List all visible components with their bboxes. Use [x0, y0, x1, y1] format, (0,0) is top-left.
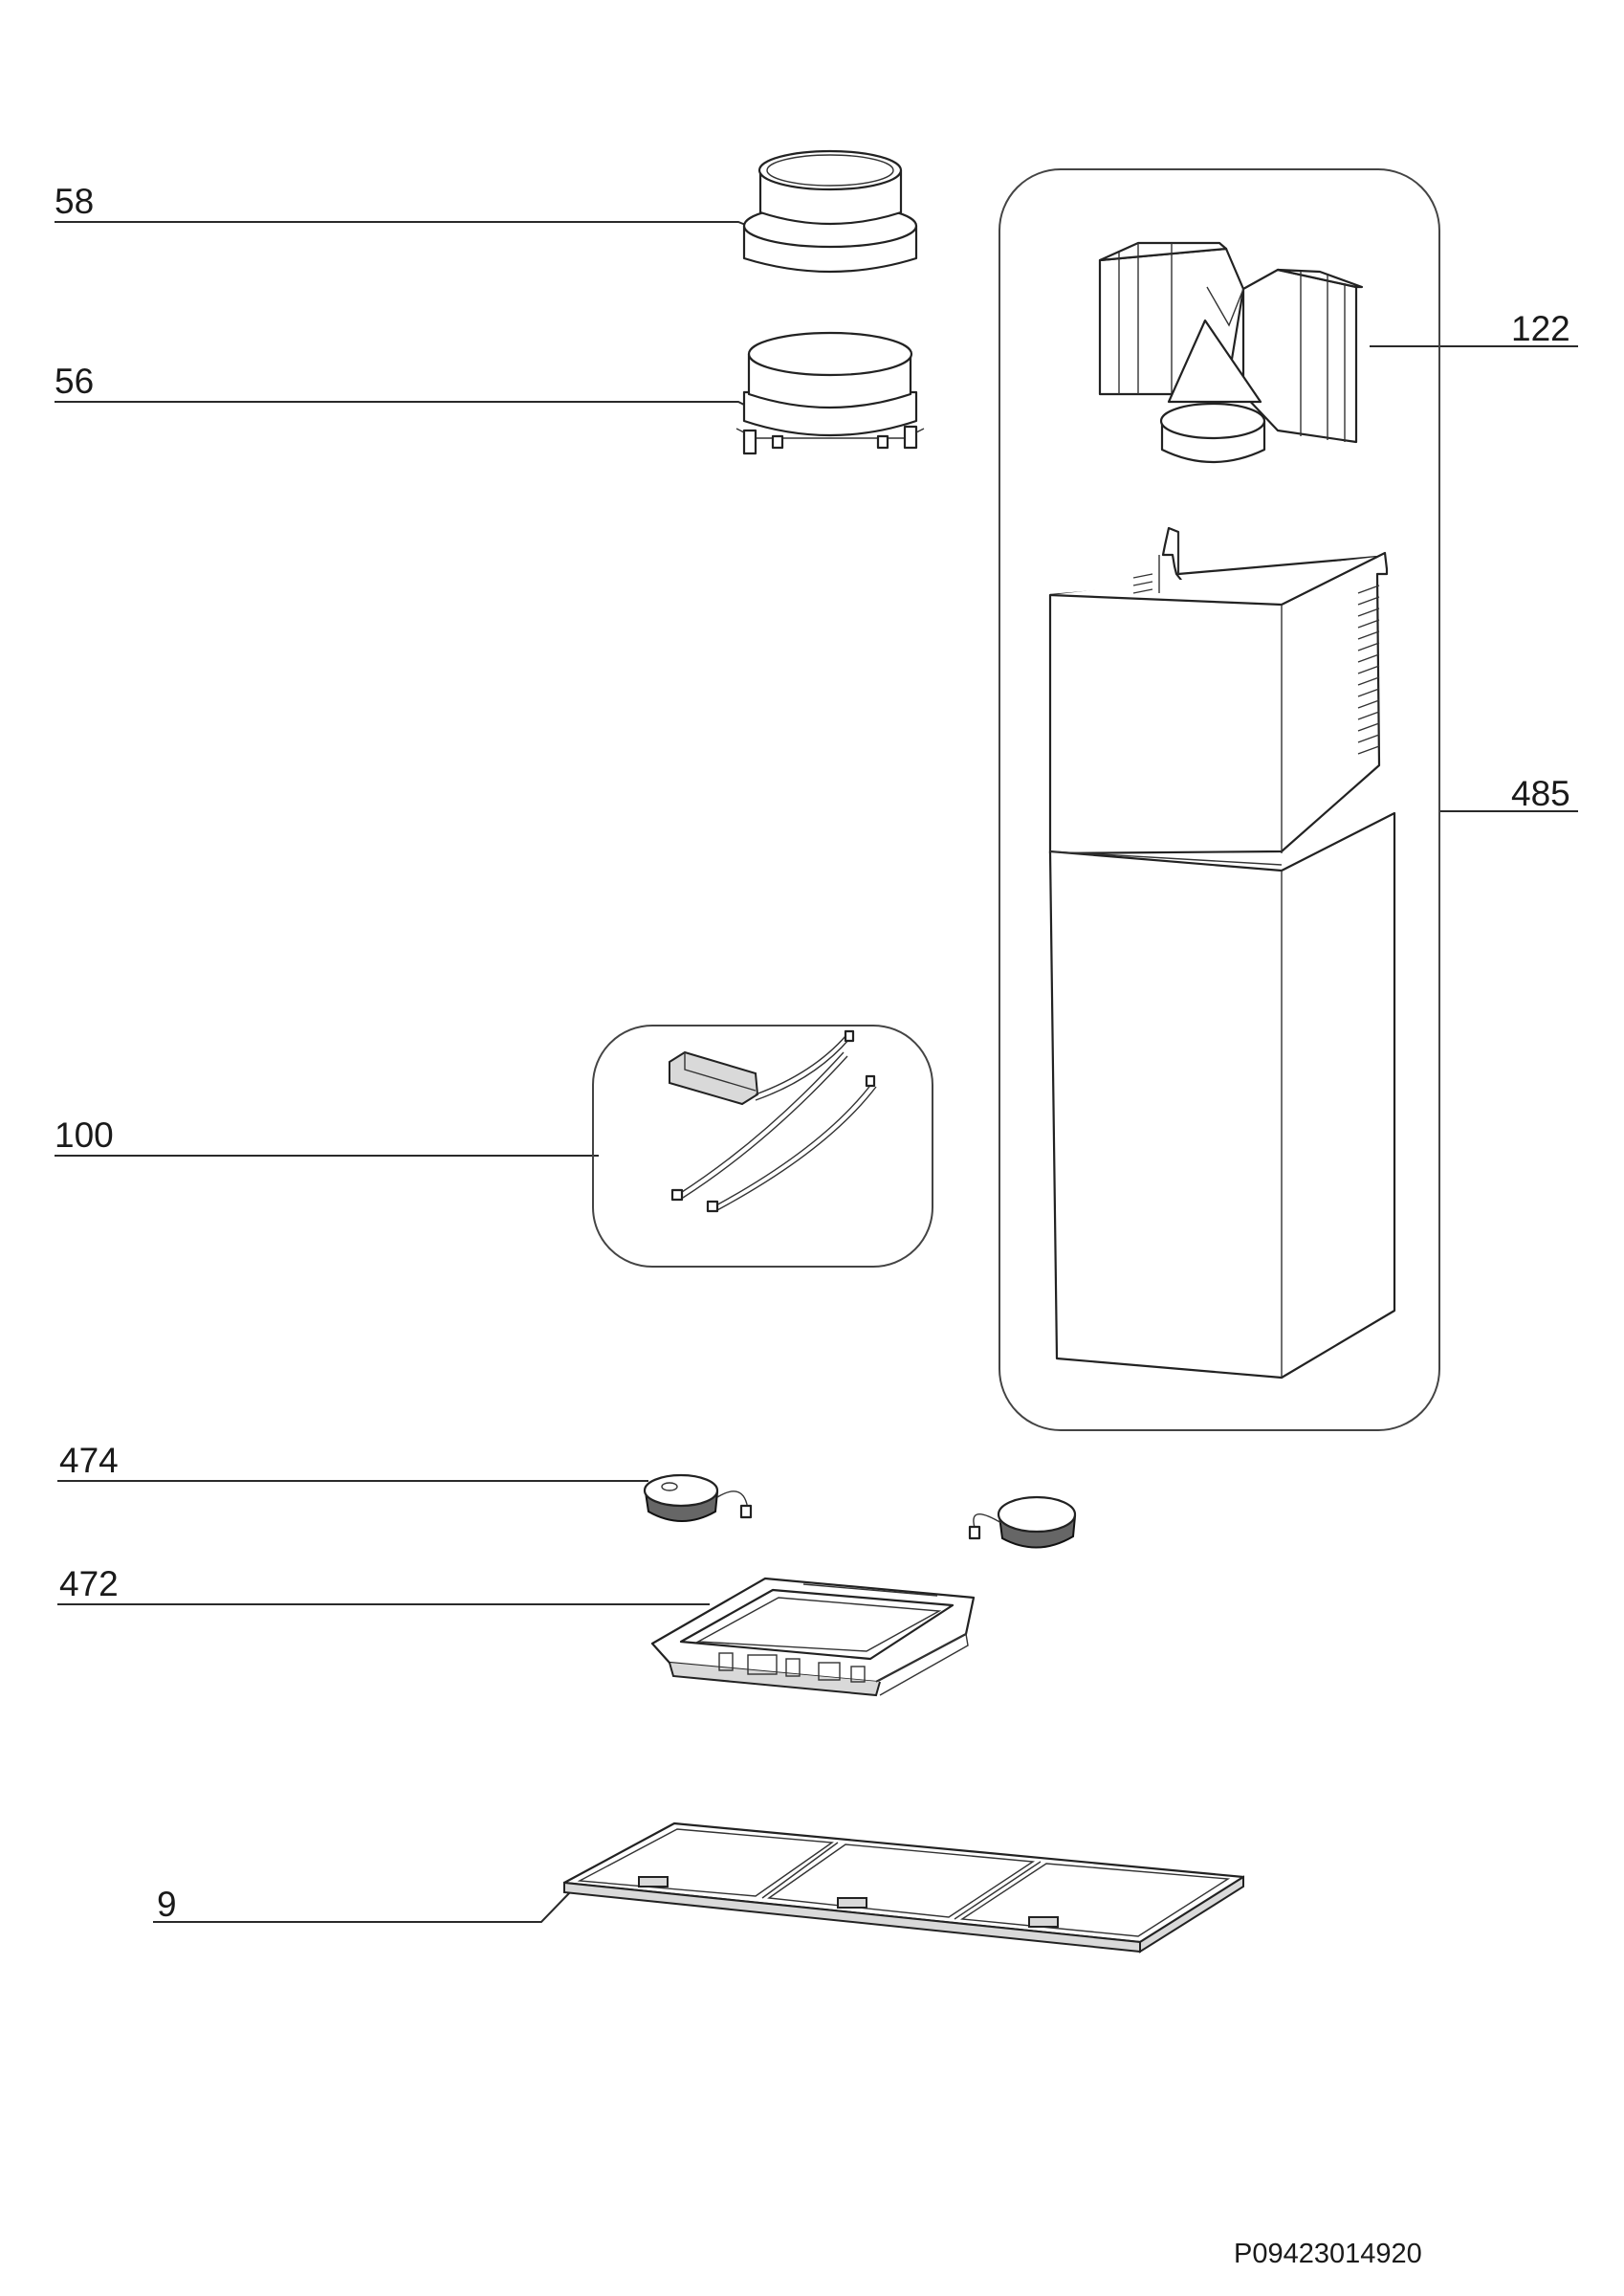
- lamp-frame-472: [650, 1577, 976, 1697]
- drawing-code: P09423014920: [1234, 2239, 1422, 2269]
- air-deflector-122: [1098, 241, 1364, 463]
- leader-line-9: [153, 1891, 571, 1923]
- callout-9: 9: [157, 1885, 177, 1924]
- reducer-collar-58: [742, 149, 918, 274]
- led-lamp-474-left: [643, 1473, 753, 1522]
- callout-472: 472: [59, 1564, 119, 1603]
- motor-flange-56: [735, 331, 925, 455]
- chimney-group-frame: [999, 168, 1440, 1431]
- chimney-cover-485: [1048, 526, 1396, 1380]
- callout-485: 485: [1511, 774, 1570, 813]
- callout-56: 56: [55, 362, 95, 401]
- grease-filters-9: [562, 1821, 1245, 1954]
- wiring-kit-frame: [592, 1025, 933, 1268]
- led-lamp-474-right: [968, 1495, 1077, 1549]
- wiring-kit-100: [669, 1029, 877, 1213]
- leader-line-58: [55, 221, 749, 227]
- callout-474: 474: [59, 1441, 119, 1480]
- callout-58: 58: [55, 182, 95, 221]
- callout-122: 122: [1511, 309, 1570, 348]
- vent-slots: [1357, 585, 1380, 755]
- leader-line-56: [55, 401, 747, 407]
- callout-100: 100: [55, 1115, 114, 1155]
